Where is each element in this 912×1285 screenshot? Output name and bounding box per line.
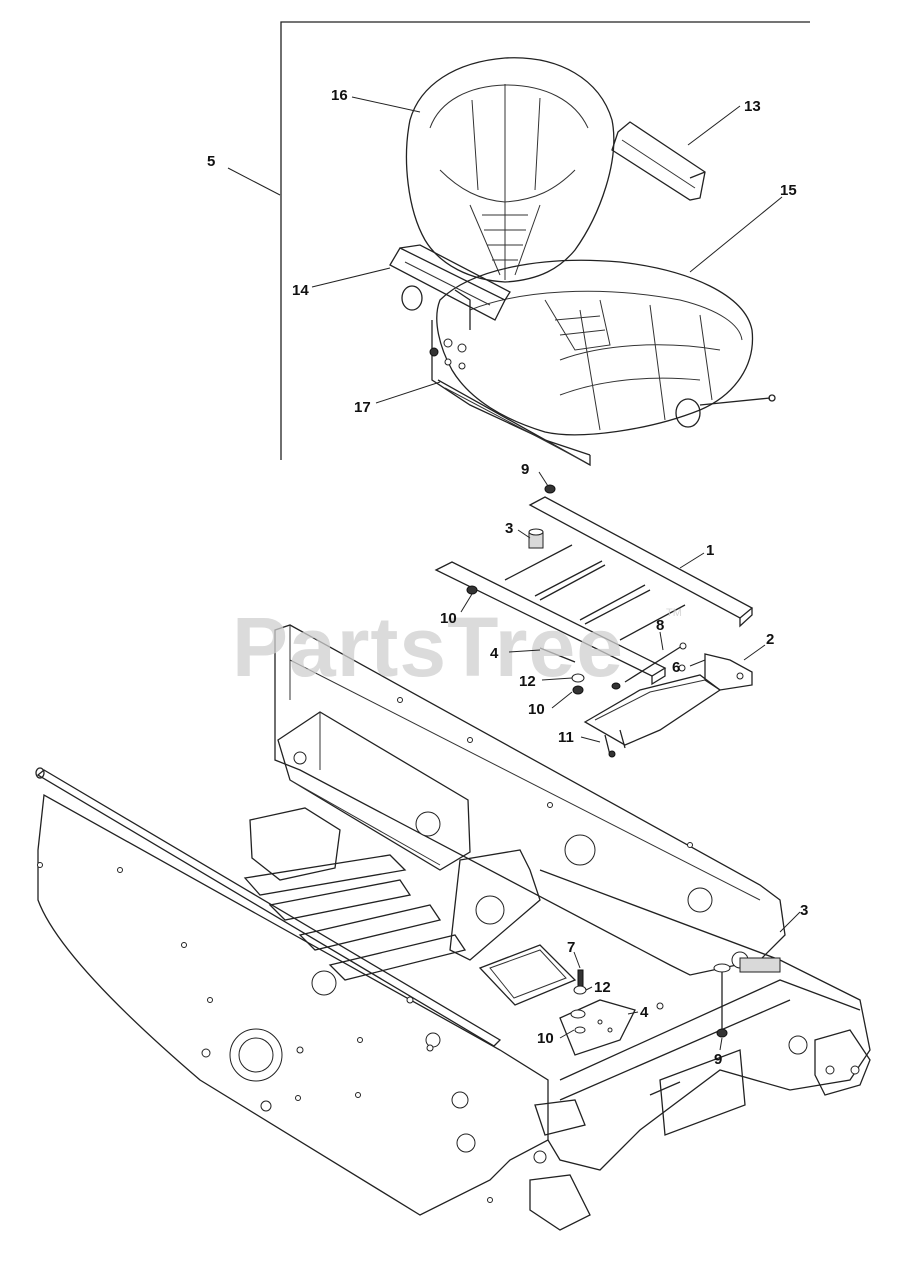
callout-3-lower: 3 <box>800 902 808 919</box>
seat-mounting-frame <box>434 484 754 758</box>
callout-15: 15 <box>780 182 797 199</box>
callout-16: 16 <box>331 87 348 104</box>
callout-11: 11 <box>558 729 574 746</box>
watermark-trademark: TM <box>666 607 682 619</box>
seat-illustration <box>389 57 776 467</box>
callout-9-lower: 9 <box>714 1051 722 1068</box>
callout-14: 14 <box>292 282 309 299</box>
callout-8: 8 <box>656 617 664 634</box>
callout-5: 5 <box>207 153 215 170</box>
callout-10-upper: 10 <box>440 610 457 627</box>
callout-12-upper: 12 <box>519 673 536 690</box>
watermark-text: PartsTree <box>232 600 624 694</box>
callout-1: 1 <box>706 542 714 559</box>
callout-17: 17 <box>354 399 371 416</box>
callout-12-lower: 12 <box>594 979 611 996</box>
callout-10-middle: 10 <box>528 701 545 718</box>
chassis-frame <box>35 624 871 1231</box>
callout-6: 6 <box>672 659 680 676</box>
callout-7: 7 <box>567 939 575 956</box>
callout-3-upper: 3 <box>505 520 513 537</box>
callout-labels: 5 16 13 15 14 17 9 3 1 10 8 2 4 6 12 10 … <box>207 87 808 1068</box>
callout-4-upper: 4 <box>490 645 499 662</box>
callout-9-upper: 9 <box>521 461 529 478</box>
callout-4-lower: 4 <box>640 1004 649 1021</box>
callout-2: 2 <box>766 631 774 648</box>
callout-13: 13 <box>744 98 761 115</box>
callout-leaders <box>311 96 801 1051</box>
callout-10-lower: 10 <box>537 1030 554 1047</box>
seat-assembly-bracket <box>227 21 810 460</box>
